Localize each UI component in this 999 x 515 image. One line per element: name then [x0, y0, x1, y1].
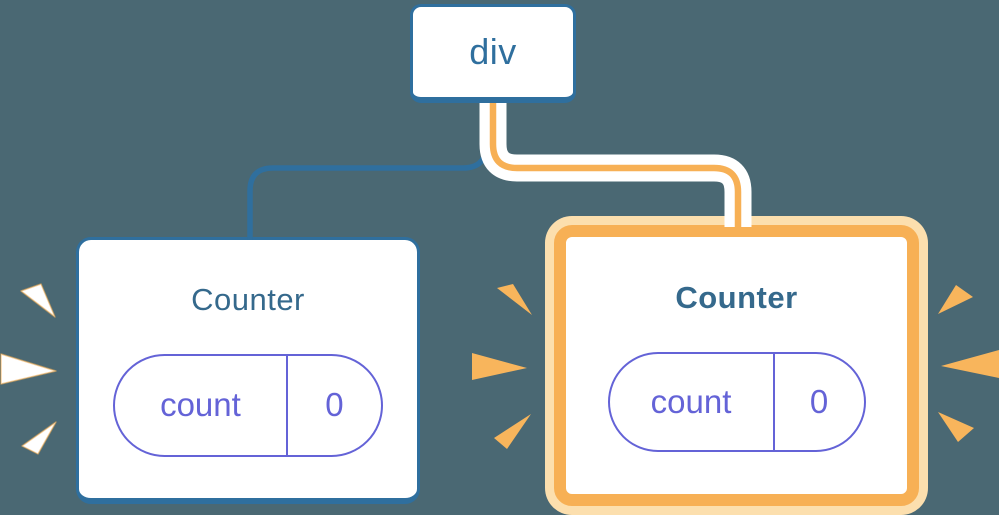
- root-node: div: [410, 4, 576, 103]
- state-key: count: [610, 353, 775, 450]
- counter-card-right: Counter count 0: [554, 225, 919, 506]
- state-key: count: [115, 355, 288, 455]
- connector-left: [247, 100, 489, 240]
- state-value: 0: [325, 386, 344, 423]
- flash-rays-orange-right-icon: [938, 285, 999, 442]
- state-pill: count 0: [607, 351, 866, 452]
- flash-rays-white-icon: [0, 283, 57, 455]
- state-pill: count 0: [113, 353, 383, 457]
- counter-title: Counter: [675, 279, 798, 315]
- state-value: 0: [809, 382, 829, 420]
- counter-title: Counter: [191, 281, 305, 317]
- counter-card-left: Counter count 0: [76, 237, 420, 504]
- root-node-label: div: [469, 31, 517, 72]
- flash-rays-orange-left-icon: [472, 284, 532, 449]
- connector-right: [479, 100, 752, 229]
